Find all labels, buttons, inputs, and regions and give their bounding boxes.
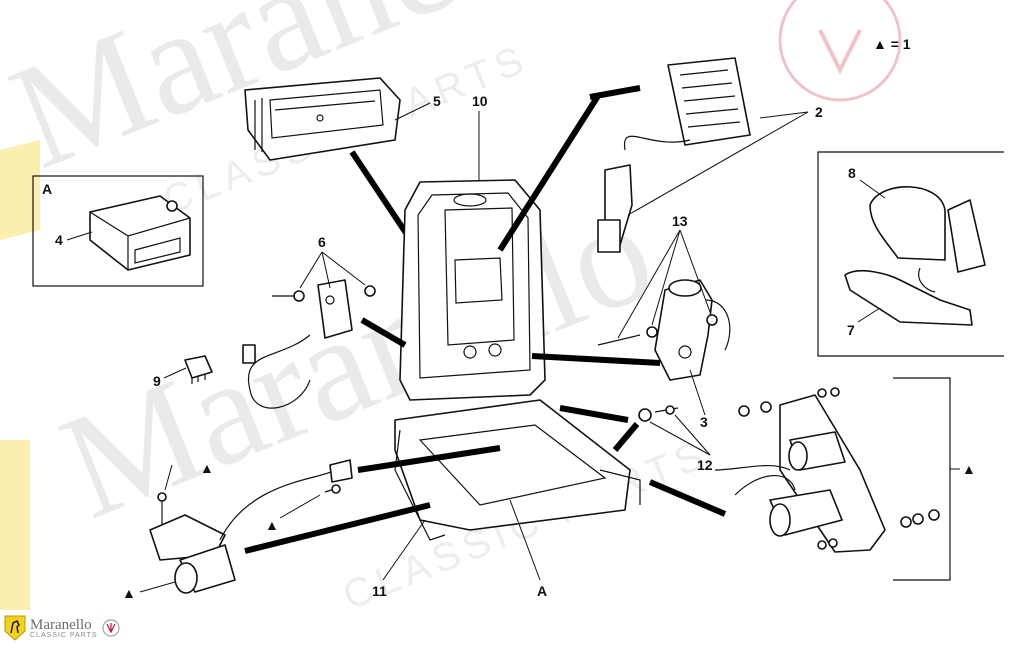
callout-9: 9 bbox=[153, 373, 161, 389]
callout-7: 7 bbox=[847, 322, 855, 338]
triangle-marker-left-bottom: ▲ bbox=[122, 585, 136, 601]
callout-3: 3 bbox=[700, 414, 708, 430]
part-height-motor-left: ▲ ▲ ▲ bbox=[122, 445, 501, 601]
detail-box-heater-pads: 8 7 bbox=[817, 151, 1004, 357]
part-5-control-unit: 5 bbox=[244, 77, 441, 238]
detail-a-marker: A bbox=[537, 583, 547, 599]
callout-4: 4 bbox=[55, 232, 63, 248]
brand-subtitle: CLASSIC PARTS bbox=[30, 631, 98, 639]
callout-2: 2 bbox=[815, 104, 823, 120]
trident-icon bbox=[101, 619, 120, 637]
callout-8: 8 bbox=[848, 165, 856, 181]
callout-5: 5 bbox=[433, 93, 441, 109]
callout-13: 13 bbox=[672, 213, 688, 229]
legend-triangle-equals-1: ▲ = 1 bbox=[873, 36, 911, 52]
part-12-fasteners: 12 bbox=[559, 405, 713, 473]
part-9-relay: 9 bbox=[153, 355, 213, 389]
triangle-marker-left-top: ▲ bbox=[200, 460, 214, 476]
triangle-marker-left-mid: ▲ bbox=[265, 517, 279, 533]
callout-10: 10 bbox=[472, 93, 488, 109]
detail-box-a-label: A bbox=[42, 181, 52, 197]
part-1-motor-assembly: ▲ bbox=[648, 377, 976, 581]
triangle-marker-right: ▲ bbox=[962, 461, 976, 477]
brand-name: Maranello bbox=[30, 616, 92, 633]
callout-12: 12 bbox=[697, 457, 713, 473]
callout-6: 6 bbox=[318, 234, 326, 250]
part-6-bracket: 6 bbox=[242, 234, 407, 409]
prancing-horse-shield-icon bbox=[4, 615, 26, 641]
callout-11: 11 bbox=[372, 583, 387, 599]
brand-logo: Maranello CLASSIC PARTS bbox=[4, 614, 120, 642]
detail-box-a: A 4 bbox=[32, 175, 204, 287]
part-2-heater: 2 bbox=[497, 57, 823, 253]
part-13-motor: 13 3 bbox=[531, 213, 731, 430]
watermark-logo-top bbox=[778, 0, 902, 102]
watermark-logo-left bbox=[0, 140, 40, 610]
